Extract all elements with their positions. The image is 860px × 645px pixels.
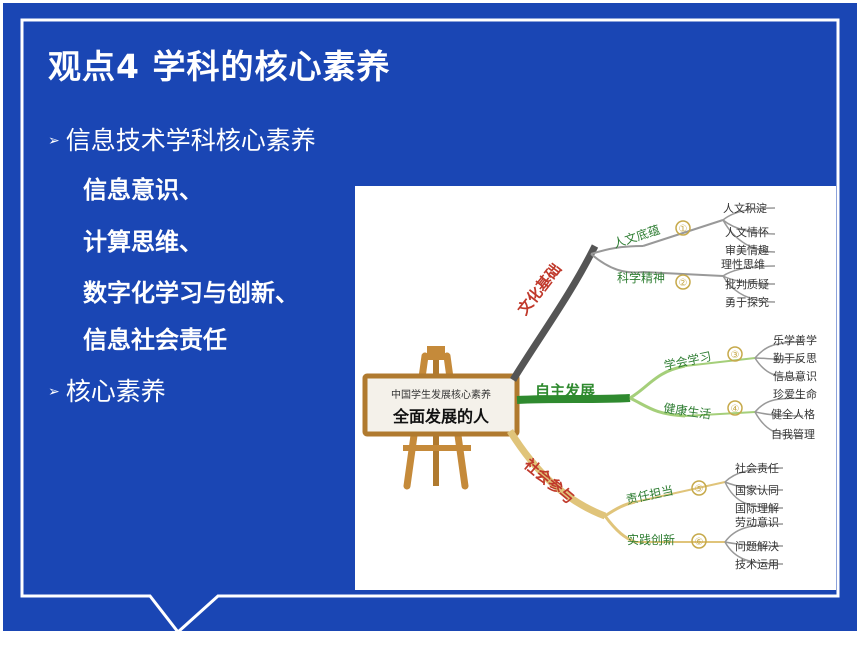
sub-branch: 实践创新: [627, 532, 675, 547]
sub-branch: 健康生活: [663, 400, 713, 422]
leaf-label: 审美情趣: [725, 243, 769, 257]
sub-branch: 科学精神: [617, 270, 665, 285]
bullet-item: ➢ 信息技术学科核心素养: [48, 121, 316, 157]
leaf-label: 珍爱生命: [773, 387, 817, 401]
bullet-text: 核心素养: [65, 377, 166, 406]
leaf-label: 自我管理: [771, 427, 815, 441]
leaf-label: 国际理解: [735, 501, 779, 515]
leaf-label: 人文积淀: [723, 201, 767, 215]
sub-item: 信息社会责任: [83, 326, 227, 354]
arrow-bullet-icon: ➢: [48, 384, 60, 400]
sub-item: 数字化学习与创新、: [83, 279, 299, 307]
sub-number: ②: [679, 278, 688, 289]
leaf-label: 问题解决: [735, 539, 779, 553]
sub-number: ①: [679, 224, 688, 235]
sub-number: ⑤: [695, 484, 704, 495]
leaf-label: 国家认同: [735, 483, 779, 497]
leaf-label: 技术运用: [735, 558, 779, 571]
leaf-label: 信息意识: [773, 369, 817, 383]
arrow-bullet-icon: ➢: [48, 133, 60, 149]
sub-item: 信息意识、: [83, 176, 203, 204]
leaf-label: 健全人格: [771, 407, 815, 421]
board-subtitle: 中国学生发展核心素养: [391, 388, 491, 401]
leaf-label: 人文情怀: [725, 225, 769, 239]
callout-frame: [20, 18, 840, 635]
branch-self: 自主发展: [535, 382, 595, 400]
leaf-label: 批判质疑: [725, 277, 769, 291]
board-frame: [362, 373, 520, 437]
board-title: 全面发展的人: [392, 407, 490, 426]
bullet-item: ➢ 核心素养: [48, 372, 166, 408]
sub-number: ③: [731, 350, 740, 361]
leaf-label: 乐学善学: [773, 333, 817, 347]
bullet-text: 信息技术学科核心素养: [65, 126, 316, 155]
leaf-label: 社会责任: [735, 461, 779, 475]
sub-number: ④: [731, 404, 740, 415]
leaf-label: 勇于探究: [725, 295, 769, 309]
mindmap-diagram: 中国学生发展核心素养全面发展的人文化基础自主发展社会参与人文底蕴科学精神①②学会…: [355, 186, 836, 590]
leaf-label: 勤于反思: [773, 352, 817, 365]
slide-title: 观点4 学科的核心素养: [48, 47, 391, 86]
leaf-label: 理性思维: [721, 257, 765, 271]
sub-number: ⑥: [695, 537, 704, 548]
leaf-label: 劳动意识: [735, 515, 779, 529]
sub-item: 计算思维、: [83, 228, 203, 256]
